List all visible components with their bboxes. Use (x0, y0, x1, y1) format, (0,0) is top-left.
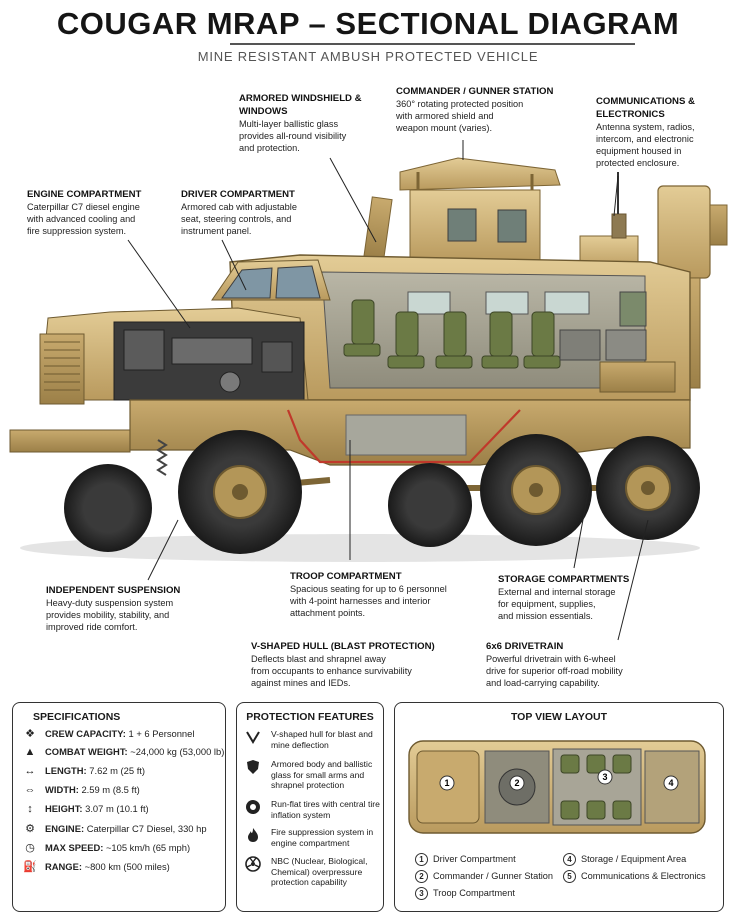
specifications-title: SPECIFICATIONS (33, 711, 121, 723)
weight-icon: ▲ (24, 746, 36, 758)
tire-icon (246, 800, 260, 814)
hull-outline (286, 409, 521, 464)
callout-commander-title: COMMANDER / GUNNER STATION (396, 86, 554, 97)
callout-hull-title: V-SHAPED HULL (BLAST PROTECTION) (251, 641, 435, 652)
spec-row: ↔LENGTH: 7.62 m (25 ft) (24, 765, 146, 777)
callout-windshield: ARMORED WINDSHIELD & WINDOWS Multi-layer… (239, 92, 369, 154)
callout-storage: STORAGE COMPARTMENTS External and intern… (498, 573, 648, 622)
protection-row: Fire suppression system in engine compar… (245, 827, 375, 853)
callout-troop-body: Spacious seating for up to 6 personnel w… (290, 584, 447, 618)
speed-icon: ◷ (25, 842, 35, 854)
topview-marker-1: 1 (444, 778, 449, 788)
spec-row: ▲COMBAT WEIGHT: ~24,000 kg (53,000 lb) (24, 746, 225, 758)
electronics-rack (559, 329, 601, 361)
specifications-panel: SPECIFICATIONS ❖CREW CAPACITY: 1 + 6 Per… (12, 702, 226, 912)
crew-icon: ❖ (25, 728, 35, 740)
v-hull-icon (246, 731, 260, 744)
turret-canopy (399, 157, 561, 191)
protection-row: Run-flat tires with central tire inflati… (245, 799, 380, 825)
topview-marker-2: 2 (514, 778, 519, 788)
callout-storage-body: External and internal storage for equipm… (498, 587, 616, 621)
callout-windshield-body: Multi-layer ballistic glass provides all… (239, 119, 347, 153)
callout-driver-title: DRIVER COMPARTMENT (181, 189, 295, 200)
vehicle-illustration (9, 140, 728, 641)
callout-windshield-title: ARMORED WINDSHIELD & WINDOWS (239, 93, 362, 117)
length-icon: ↔ (24, 765, 36, 777)
callout-commander-body: 360° rotating protected position with ar… (396, 99, 524, 133)
spec-row: ⚙ENGINE: Caterpillar C7 Diesel, 330 hp (23, 822, 206, 835)
spec-row: ◷MAX SPEED: ~105 km/h (65 mph) (23, 841, 190, 854)
front-bumper (9, 429, 131, 453)
protection-row: Armored body and ballistic glass for sma… (245, 759, 375, 795)
protection-panel: PROTECTION FEATURES V-shaped hull for bl… (236, 702, 384, 912)
page-title: COUGAR MRAP – SECTIONAL DIAGRAM (56, 6, 680, 41)
spec-row: ↕HEIGHT: 3.07 m (10.1 ft) (23, 803, 148, 815)
callout-comms-title: COMMUNICATIONS & ELECTRONICS (596, 96, 695, 120)
topview-marker-3: 3 (602, 772, 607, 782)
callout-suspension-title: INDEPENDENT SUSPENSION (46, 585, 181, 596)
topview-title: TOP VIEW LAYOUT (510, 711, 608, 723)
troop-seats (343, 299, 561, 369)
spec-row: ❖CREW CAPACITY: 1 + 6 Personnel (23, 727, 194, 740)
callout-hull: V-SHAPED HULL (BLAST PROTECTION) Deflect… (251, 640, 451, 689)
callout-suspension-body: Heavy-duty suspension system provides mo… (46, 598, 174, 632)
topview-diagram: 1 2 3 4 (408, 740, 706, 834)
callout-hull-body: Deflects blast and shrapnel away from oc… (251, 654, 412, 688)
nbc-icon (245, 856, 261, 872)
page-subtitle: MINE RESISTANT AMBUSH PROTECTED VEHICLE (197, 49, 539, 64)
windshield (221, 267, 273, 299)
height-icon: ↕ (27, 803, 33, 815)
engine-icon: ⚙ (25, 823, 35, 835)
rear-wheel (596, 436, 700, 540)
protection-title: PROTECTION FEATURES (246, 711, 374, 723)
mid-wheel-far (388, 463, 472, 547)
callout-drivetrain-body: Powerful drivetrain with 6-wheel drive f… (486, 654, 623, 688)
callout-comms-body: Antenna system, radios, intercom, and el… (596, 122, 695, 168)
callout-engine: ENGINE COMPARTMENT Caterpillar C7 diesel… (27, 188, 172, 237)
callout-suspension: INDEPENDENT SUSPENSION Heavy-duty suspen… (46, 584, 211, 633)
front-wheel (178, 430, 302, 554)
callout-drivetrain: 6x6 DRIVETRAIN Powerful drivetrain with … (486, 640, 671, 689)
storage-box (599, 361, 676, 393)
callout-engine-title: ENGINE COMPARTMENT (27, 189, 142, 200)
callout-commander: COMMANDER / GUNNER STATION 360° rotating… (396, 85, 566, 134)
front-wheel-far (64, 464, 152, 552)
grille (39, 333, 85, 405)
callout-storage-title: STORAGE COMPARTMENTS (498, 574, 630, 585)
callout-comms: COMMUNICATIONS & ELECTRONICS Antenna sys… (596, 95, 706, 169)
mid-wheel (480, 434, 592, 546)
callout-engine-body: Caterpillar C7 diesel engine with advanc… (27, 202, 140, 236)
range-icon: ⛽ (23, 861, 37, 873)
shield-icon (247, 760, 259, 774)
callout-troop-title: TROOP COMPARTMENT (290, 571, 402, 582)
width-icon: ⇔ (24, 784, 36, 796)
protection-row: V-shaped hull for blast and mine deflect… (245, 729, 375, 755)
title-rule (230, 43, 635, 45)
callout-driver: DRIVER COMPARTMENT Armored cab with adju… (181, 188, 311, 237)
leader-lines (127, 140, 649, 641)
callout-troop: TROOP COMPARTMENT Spacious seating for u… (290, 570, 485, 619)
spec-row: ⛽RANGE: ~800 km (500 miles) (23, 861, 170, 873)
callout-drivetrain-title: 6x6 DRIVETRAIN (486, 641, 564, 652)
protection-row: NBC (Nuclear, Biological, Chemical) over… (245, 856, 375, 892)
rear-tower (657, 185, 711, 279)
callout-driver-body: Armored cab with adjustable seat, steeri… (181, 202, 297, 236)
topview-marker-4: 4 (668, 778, 673, 788)
spec-row: ⇔WIDTH: 2.59 m (8.5 ft) (24, 784, 140, 796)
fire-icon (248, 828, 258, 842)
